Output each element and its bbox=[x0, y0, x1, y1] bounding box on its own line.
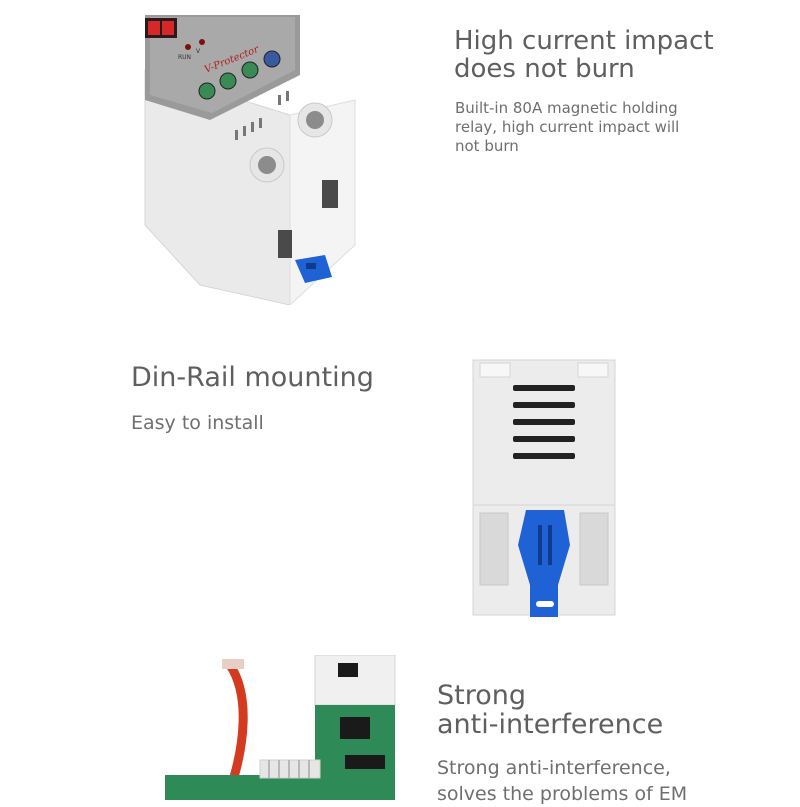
feature-desc-anti-interference: Strong anti-interference, solves the pro… bbox=[437, 757, 688, 805]
product-image-back bbox=[472, 359, 616, 617]
feature-desc-din-rail: Easy to install bbox=[131, 412, 264, 434]
product-image-top: RUN V V-Protector bbox=[144, 15, 356, 305]
feature-title-din-rail: Din-Rail mounting bbox=[131, 362, 374, 393]
indicator-run-label: RUN bbox=[178, 54, 191, 61]
din-clip-back bbox=[518, 510, 570, 617]
indicator-v-label: V bbox=[196, 48, 201, 55]
feature-desc-high-current: Built-in 80A magnetic holding relay, hig… bbox=[455, 99, 680, 155]
device-buttons bbox=[198, 50, 281, 100]
feature-title-anti-interference: Strong anti-interference bbox=[437, 680, 664, 740]
product-image-pcb bbox=[165, 655, 396, 800]
feature-title-high-current: High current impact does not burn bbox=[454, 26, 714, 84]
din-clip bbox=[295, 255, 332, 283]
